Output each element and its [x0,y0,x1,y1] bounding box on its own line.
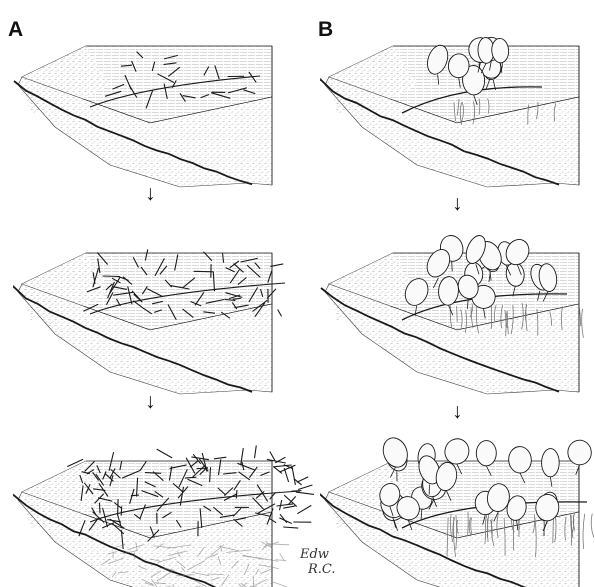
submerged-stem [207,574,223,575]
stage-arrow-b-2: ↓ [452,400,463,423]
needle-leaf [145,473,161,474]
needle-leaf [236,490,237,498]
stage-arrow-a-2: ↓ [145,390,156,413]
needle-leaf [298,485,312,490]
floating-leaf [476,441,496,466]
needle-leaf [284,468,288,482]
panel-label-a: A [8,18,23,41]
needle-leaf [121,506,122,515]
needle-leaf [100,503,101,514]
panel-label-b: B [318,18,333,41]
needle-leaf [278,310,282,317]
needle-leaf [274,467,282,474]
needle-leaf [214,457,226,459]
stage-arrow-a-1: ↓ [145,182,156,205]
stage-arrow-b-1: ↓ [452,192,463,215]
needle-leaf [283,506,295,508]
needle-leaf [297,505,311,513]
root [579,306,580,327]
needle-leaf [277,504,294,506]
artist-signature-line-1: Edw [299,547,329,562]
needle-leaf [297,477,308,482]
floating-leaf [541,449,559,477]
root [582,309,584,338]
needle-leaf [157,449,172,458]
needle-leaf [296,492,314,494]
needle-leaf [255,445,257,458]
needle-leaf [118,499,119,515]
soil-block-a-1 [14,46,272,187]
artist-signature-line-2: R.C. [307,562,336,577]
needle-leaf [270,452,275,461]
root [583,514,585,549]
submerged-stem [273,582,287,587]
needle-leaf [103,276,120,277]
submerged-stem [275,560,286,561]
needle-leaf [292,491,302,492]
root [591,514,594,538]
needle-leaf [283,527,298,528]
leaf-petiole [452,261,453,271]
soil-block-a-2 [14,253,272,394]
